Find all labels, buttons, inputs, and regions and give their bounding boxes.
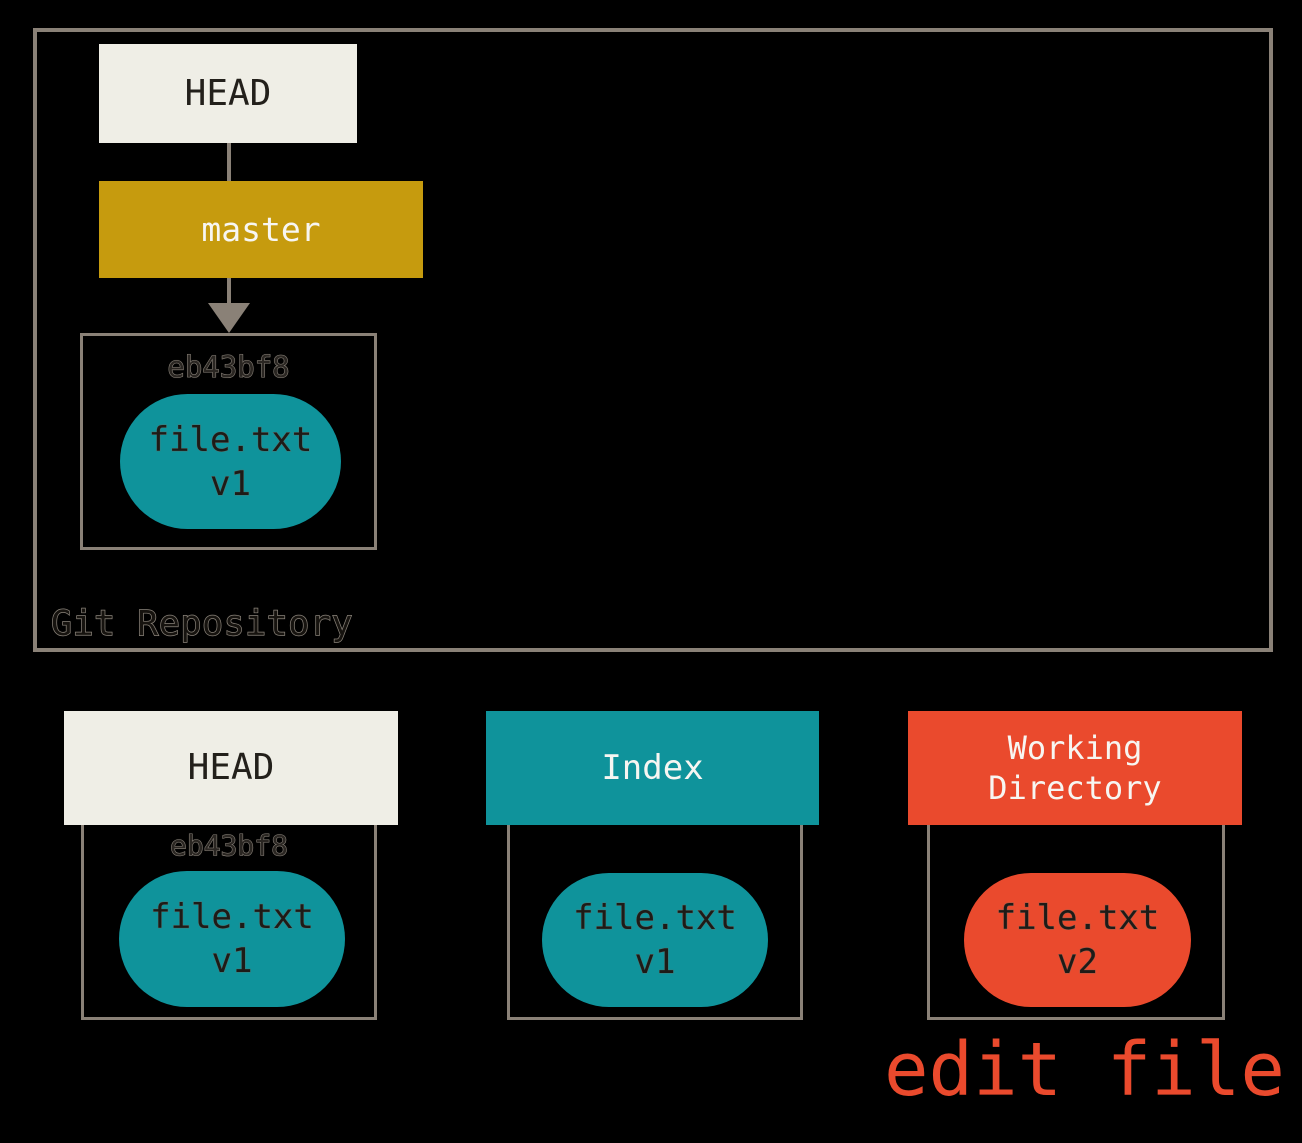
file-name-label: file.txt [573,898,738,939]
working-directory-title-line1: Working [1007,729,1143,767]
head-area-title: HEAD [187,747,275,788]
master-to-commit-connector [227,278,231,305]
index-area-box: file.txt v1 [507,800,803,1020]
file-version-label: v1 [210,463,252,504]
commit-hash-label: eb43bf8 [167,349,290,384]
git-repository-box: Git Repository [33,28,1273,652]
head-area-hash-label: eb43bf8 [169,828,288,862]
commit-file-blob: file.txt v1 [120,394,341,529]
head-area-box: eb43bf8 file.txt v1 [81,800,377,1020]
working-directory-header: Working Directory [908,711,1242,825]
edit-file-annotation: edit file [884,1027,1285,1113]
head-area-file-blob: file.txt v1 [119,871,345,1007]
working-directory-box: file.txt v2 [927,800,1225,1020]
commit-box: eb43bf8 file.txt v1 [80,333,377,550]
master-branch-label: master [201,210,321,249]
file-name-label: file.txt [995,898,1160,939]
file-version-label: v2 [1057,942,1099,983]
file-name-label: file.txt [148,419,313,460]
working-directory-file-blob: file.txt v2 [964,873,1191,1007]
head-to-master-connector [227,143,231,181]
working-directory-title-line2: Directory [988,769,1162,807]
git-repository-label: Git Repository [50,603,354,644]
file-name-label: file.txt [150,897,315,938]
index-area-header: Index [486,711,819,825]
head-area-header: HEAD [64,711,398,825]
file-version-label: v1 [211,941,253,982]
head-ref-label: HEAD [184,73,272,114]
head-ref-box: HEAD [99,44,357,143]
file-version-label: v1 [634,942,676,983]
arrow-down-icon [208,303,250,333]
index-area-file-blob: file.txt v1 [542,873,768,1007]
master-branch-box: master [99,181,423,278]
index-area-title: Index [601,748,704,788]
